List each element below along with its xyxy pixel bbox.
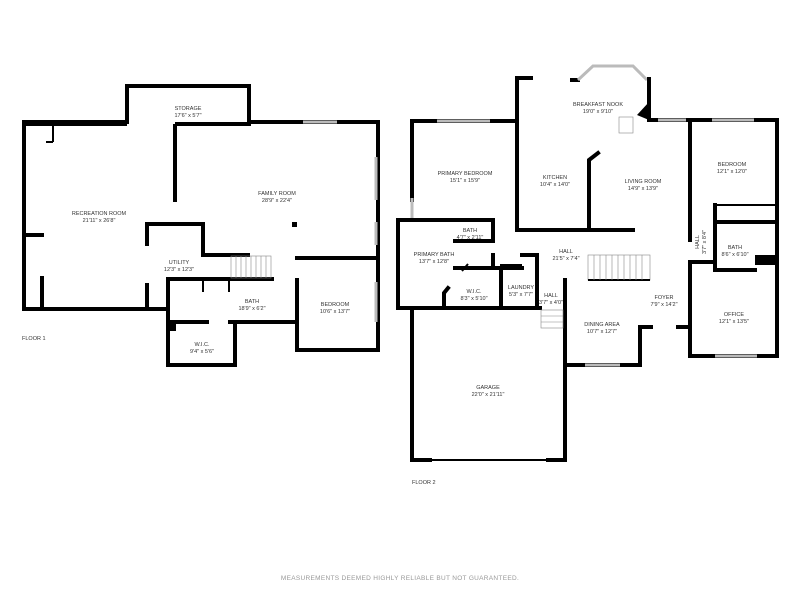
room-utility-name: UTILITY — [169, 260, 190, 266]
room-bedroom-dims: 12'1" x 12'0" — [717, 169, 747, 175]
room-living-name: LIVING ROOM — [625, 179, 662, 185]
room-office-name: OFFICE — [724, 312, 744, 318]
room-wic-dims: 9'4" x 5'6" — [190, 349, 214, 355]
room-utility-dims: 12'3" x 12'3" — [164, 267, 194, 273]
room-wic-name: W.I.C. — [195, 342, 210, 348]
floor2-walls — [396, 64, 779, 462]
room-bath-small-dims: 4'7" x 2'11" — [457, 235, 484, 241]
room-breakfast-nook-name: BREAKFAST NOOK — [573, 102, 623, 108]
floor1-walls — [22, 84, 380, 367]
room-bath-dims: 18'9" x 6'2" — [238, 306, 265, 312]
room-storage-dims: 17'6" x 5'7" — [174, 113, 201, 119]
room-kitchen-name: KITCHEN — [543, 175, 567, 181]
room-bedroom-name: BEDROOM — [718, 162, 747, 168]
room-dining-dims: 10'7" x 12'7" — [587, 329, 617, 335]
room-wic-name: W.I.C. — [467, 289, 482, 295]
room-office-dims: 12'1" x 13'5" — [719, 319, 749, 325]
room-bath-small-name: BATH — [463, 228, 477, 234]
floor2-label: FLOOR 2 — [412, 480, 436, 486]
room-hall3-name: HALL — [695, 235, 701, 249]
stairs — [540, 254, 651, 329]
room-living-dims: 14'9" x 13'9" — [628, 186, 658, 192]
room-hall2-dims: 3'7" x 4'0" — [539, 300, 563, 306]
room-bedroom-name: BEDROOM — [321, 302, 350, 308]
room-bath2-dims: 8'6" x 6'10" — [721, 252, 748, 258]
room-laundry-dims: 5'3" x 7'7" — [509, 292, 533, 298]
room-recreation-name: RECREATION ROOM — [72, 211, 127, 217]
room-laundry-name: LAUNDRY — [508, 285, 535, 291]
room-storage-name: STORAGE — [175, 106, 202, 112]
room-primary-bedroom-name: PRIMARY BEDROOM — [438, 171, 493, 177]
room-bath2-name: BATH — [728, 245, 742, 251]
room-breakfast-nook-dims: 19'0" x 9'10" — [583, 109, 613, 115]
room-wic-dims: 8'3" x 5'10" — [460, 296, 487, 302]
room-garage-name: GARAGE — [476, 385, 500, 391]
room-hall2-name: HALL — [544, 293, 558, 299]
room-garage-dims: 22'0" x 21'11" — [472, 392, 505, 398]
room-primary-bedroom-dims: 15'1" x 15'9" — [450, 178, 480, 184]
room-hall-dims: 21'5" x 7'4" — [552, 256, 579, 262]
room-foyer-dims: 7'9" x 14'2" — [650, 302, 677, 308]
room-bedroom-dims: 10'6" x 13'7" — [320, 309, 350, 315]
room-primary-bath-name: PRIMARY BATH — [414, 252, 455, 258]
room-dining-name: DINING AREA — [584, 322, 620, 328]
room-family-name: FAMILY ROOM — [258, 191, 296, 197]
room-primary-bath-dims: 13'7" x 12'8" — [419, 259, 449, 265]
room-foyer-name: FOYER — [655, 295, 674, 301]
floor1-labels: FLOOR 1 STORAGE 17'6" x 5'7" RECREATION … — [22, 106, 350, 355]
floor2-labels: FLOOR 2 BREAKFAST NOOK 19'0" x 9'10" PRI… — [412, 102, 749, 486]
room-family-dims: 28'9" x 22'4" — [262, 198, 292, 204]
room-kitchen-dims: 10'4" x 14'0" — [540, 182, 570, 188]
room-bath-name: BATH — [245, 299, 259, 305]
room-hall-name: HALL — [559, 249, 573, 255]
disclaimer: MEASUREMENTS DEEMED HIGHLY RELIABLE BUT … — [281, 575, 519, 582]
room-hall3-dims: 3'7" x 8'4" — [702, 230, 708, 254]
floor1-label: FLOOR 1 — [22, 336, 46, 342]
stairs — [230, 255, 272, 279]
room-recreation-dims: 21'11" x 26'8" — [83, 218, 116, 224]
